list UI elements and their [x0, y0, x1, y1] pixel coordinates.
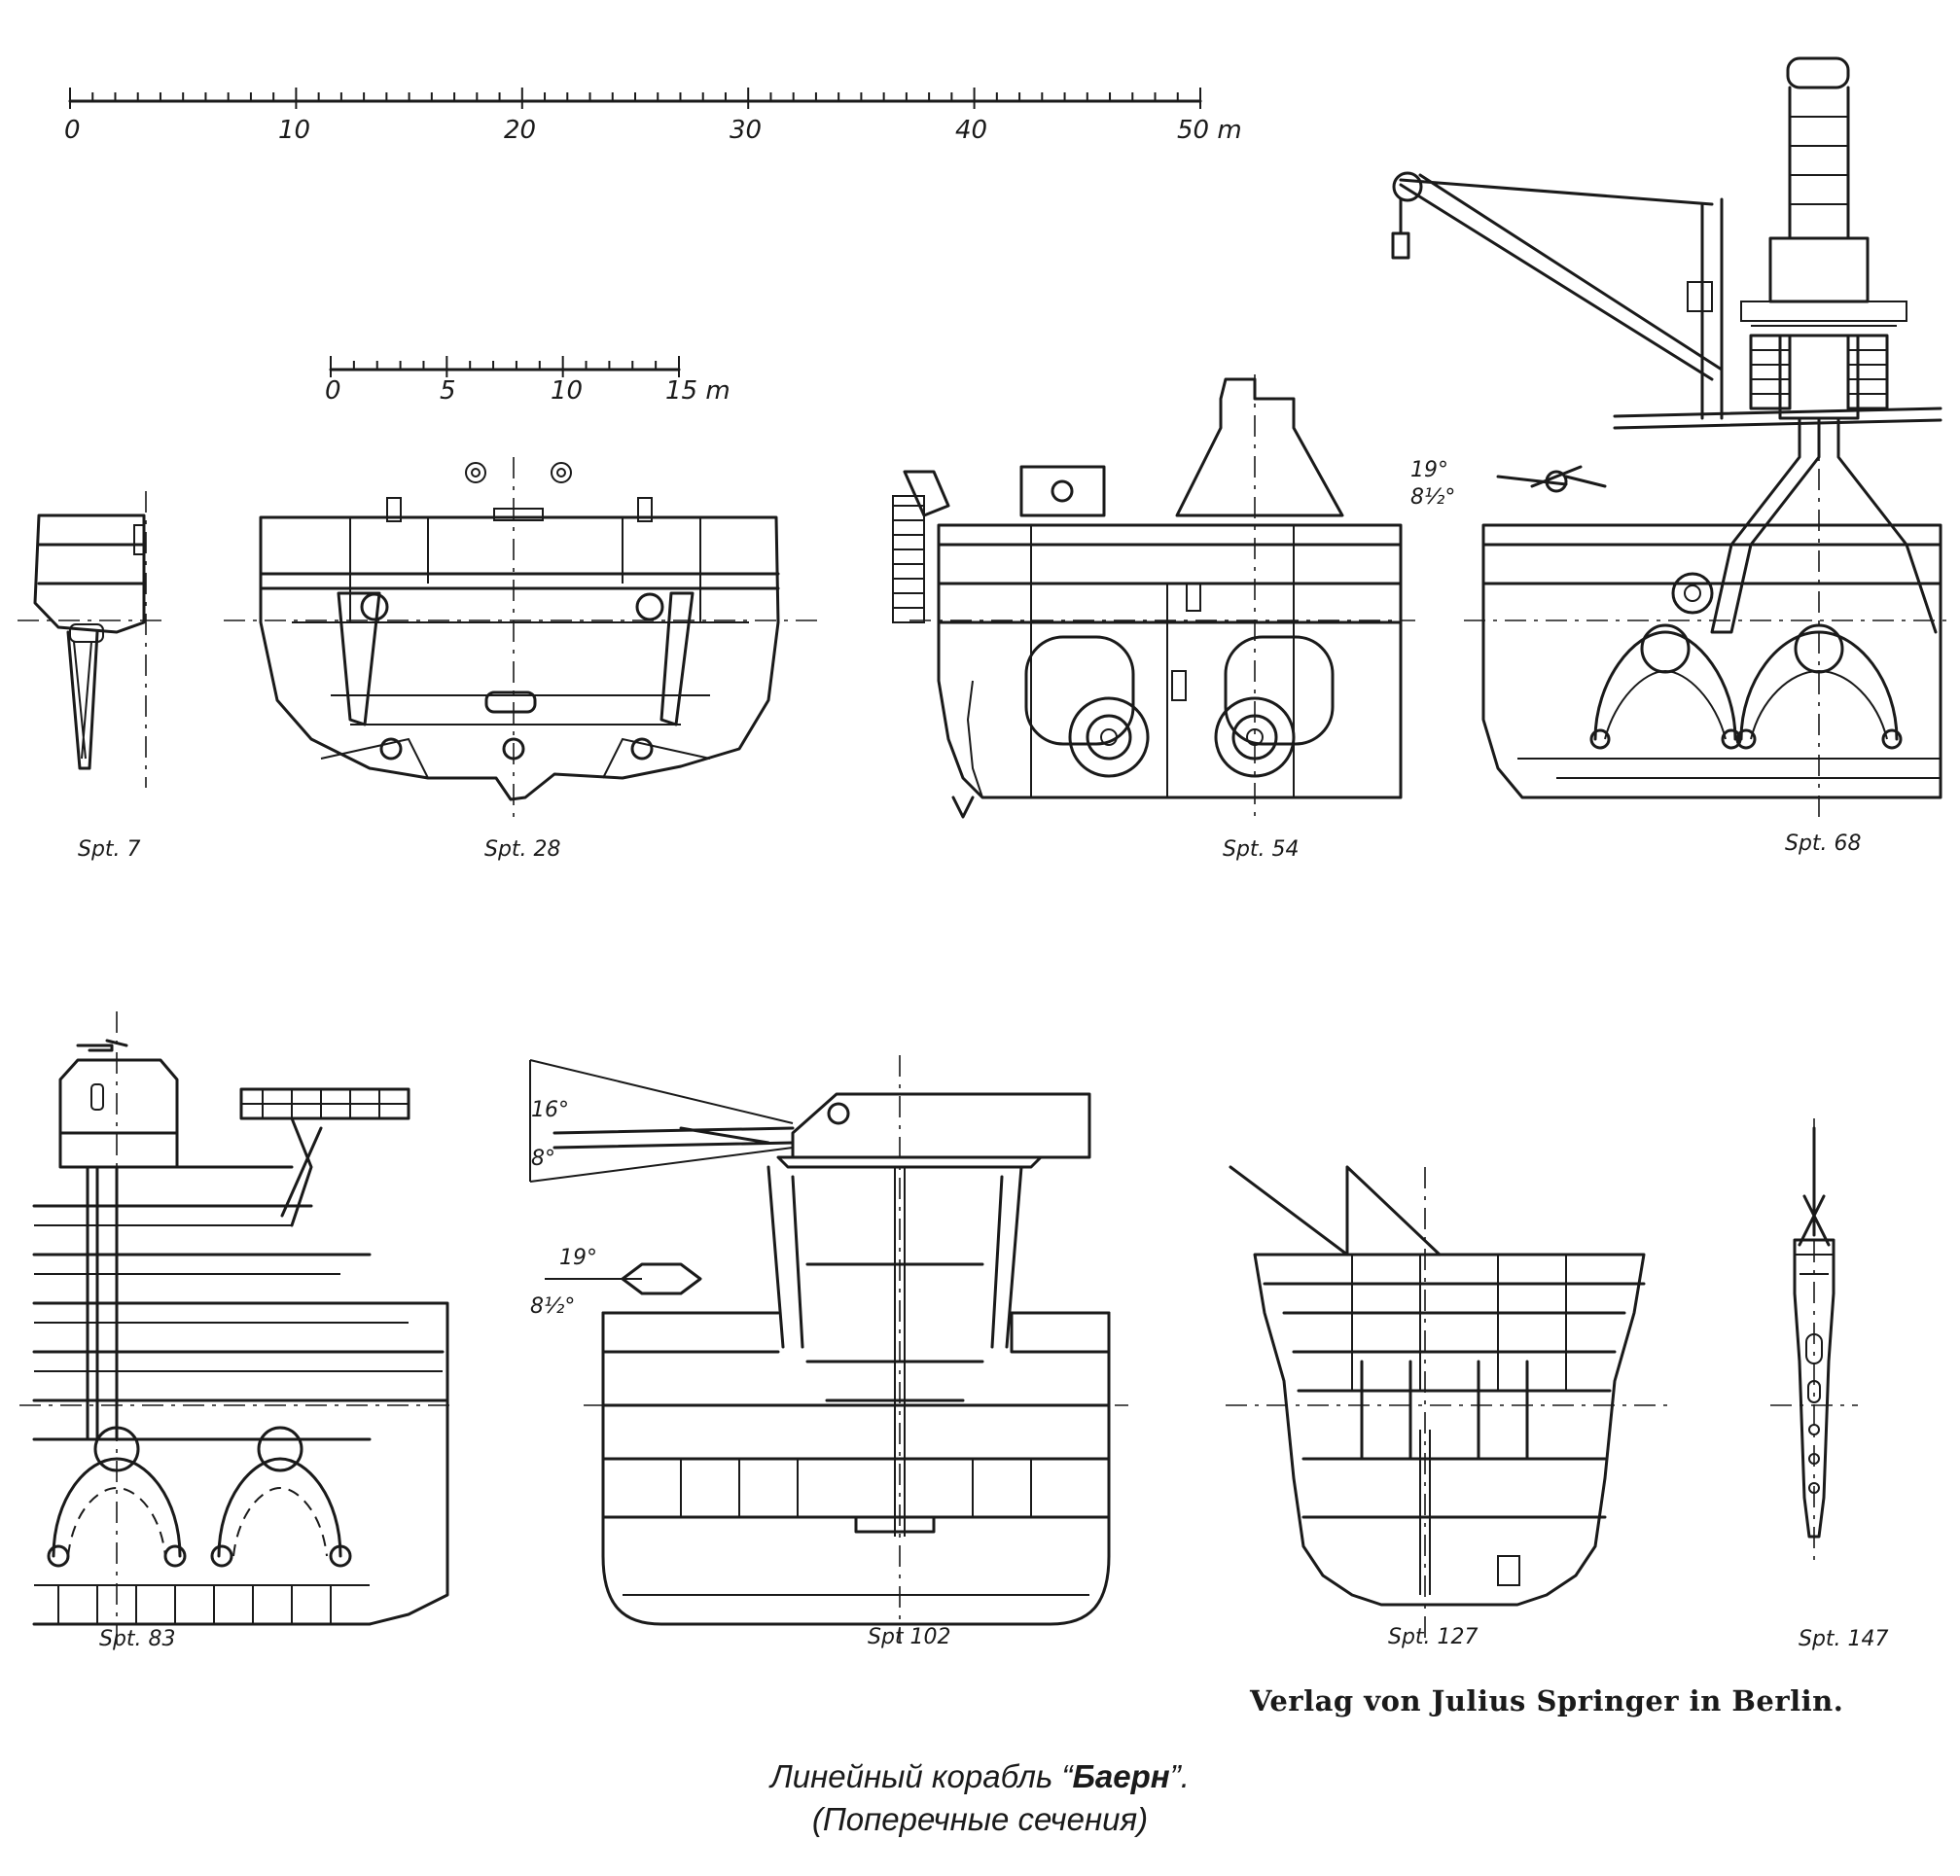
section-spt-68: 19° 8½° [1391, 56, 1950, 817]
scale-large-tick-0: 0 [64, 116, 81, 145]
section-spt-102: 16° 8° 19° 8½° [529, 1055, 1128, 1644]
section-spt-7 [18, 491, 165, 788]
section-spt-147 [1770, 1118, 1858, 1566]
section-spt-54 [892, 374, 1415, 819]
spt102-sec-angle-up: 19° [559, 1246, 597, 1270]
scale-small-tick-10: 10 [551, 376, 583, 406]
scale-small-tick-0: 0 [325, 376, 341, 406]
scale-small-tick-15: 15 m [665, 376, 731, 406]
label-spt-127: Spt. 127 [1388, 1625, 1479, 1649]
label-spt-7: Spt. 7 [78, 837, 141, 862]
scale-bar-15m: 0 5 10 15 m [325, 356, 731, 406]
spt68-angle-up: 19° [1410, 458, 1448, 482]
spt102-main-angle-down: 8° [531, 1147, 555, 1171]
scale-bar-50m: 0 10 20 30 40 50 m [64, 88, 1242, 145]
scale-large-tick-20: 20 [504, 116, 536, 145]
caption-title: Линейный корабль “Баерн”. [0, 1758, 1960, 1795]
scale-small-tick-5: 5 [440, 376, 456, 406]
label-spt-83: Spt. 83 [99, 1627, 176, 1651]
label-spt-147: Spt. 147 [1799, 1627, 1889, 1651]
label-spt-68: Spt. 68 [1785, 832, 1862, 856]
section-spt-127 [1226, 1165, 1673, 1644]
caption-title-prefix: Линейный корабль “ [770, 1758, 1073, 1794]
scale-large-tick-10: 10 [278, 116, 310, 145]
label-spt-28: Spt. 28 [484, 837, 561, 862]
spt102-main-angle-up: 16° [531, 1098, 569, 1122]
section-spt-83 [19, 1011, 457, 1644]
spt102-sec-angle-down: 8½° [530, 1294, 575, 1319]
label-spt-54: Spt. 54 [1223, 837, 1300, 862]
caption-subtitle: (Поперечные сечения) [811, 1801, 1149, 1837]
section-spt-28 [224, 457, 817, 817]
scale-large-tick-30: 30 [730, 116, 762, 145]
publisher-imprint: Verlag von Julius Springer in Berlin. [1250, 1684, 1844, 1717]
spt68-angle-down: 8½° [1410, 485, 1455, 510]
scale-large-tick-50: 50 m [1177, 116, 1242, 145]
caption-ship-name: Баерн [1072, 1758, 1170, 1794]
caption-title-suffix: ”. [1169, 1758, 1190, 1794]
label-spt-102: Spt 102 [868, 1625, 951, 1649]
scale-large-tick-40: 40 [955, 116, 987, 145]
